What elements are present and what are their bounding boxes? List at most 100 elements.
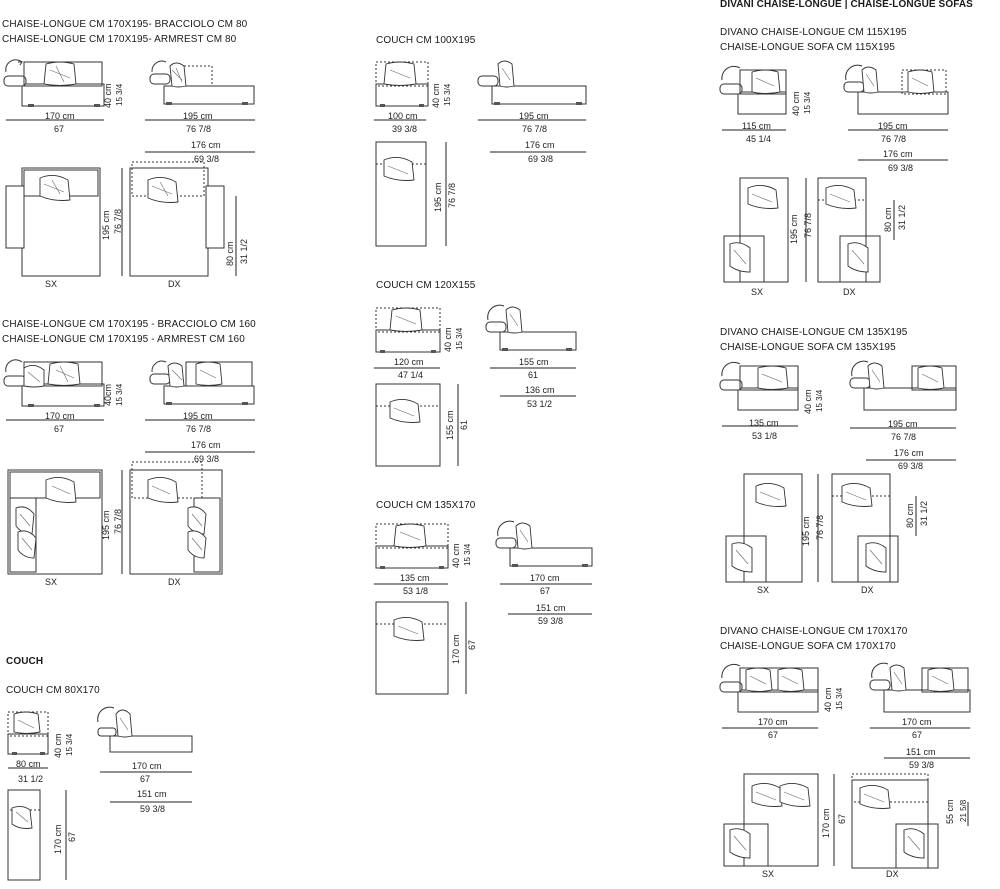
dim-co80-l-in: 67	[140, 774, 151, 784]
dim-d115-l-in: 76 7/8	[881, 134, 907, 144]
dim-c160-d-cm: 195 cm	[101, 510, 111, 540]
dim-d135-s-cm: 176 cm	[894, 448, 924, 458]
dim-d170-w-in: 67	[768, 730, 779, 740]
dim-co80-h-in: 15 3/4	[65, 733, 74, 756]
dim-d115-h-cm: 40 cm	[791, 91, 801, 116]
dim-c80-w3-cm: 176 cm	[191, 140, 221, 150]
dim-co120-h-cm: 40 cm	[443, 327, 453, 352]
plan-sofa-115-sx	[723, 177, 789, 283]
title-chaise-160-it: CHAISE-LONGUE CM 170X195 - BRACCIOLO CM …	[2, 319, 256, 330]
plan-sofa-115-dx	[817, 177, 881, 283]
dim-co80-w-cm: 80 cm	[16, 759, 41, 769]
dim-c80-w1-cm: 170 cm	[45, 111, 75, 121]
dim-co120-w-in: 47 1/4	[398, 370, 424, 380]
dim-d115-l-cm: 195 cm	[878, 121, 908, 131]
dim-co120-s-cm: 136 cm	[525, 385, 555, 395]
dim-c160-w3-in: 69 3/8	[194, 454, 220, 464]
dim-co100-s-in: 69 3/8	[528, 154, 554, 164]
dim-c80-w2-cm: 195 cm	[183, 111, 213, 121]
side-view-chaise-80	[149, 60, 255, 105]
title-sofa-135-it: DIVANO CHAISE-LONGUE CM 135X195	[720, 327, 908, 338]
dim-d170-h-in: 15 3/4	[835, 687, 844, 710]
side-view-couch-80	[97, 706, 193, 753]
title-sofa-135-en: CHAISE-LONGUE SOFA CM 135X195	[720, 342, 896, 353]
dim-co80-l-cm: 170 cm	[132, 761, 162, 771]
heading-couch: COUCH	[6, 656, 44, 667]
dim-co120-l-in: 61	[528, 370, 539, 380]
side-view-couch-120	[485, 304, 577, 351]
dim-c160-w2-in: 76 7/8	[186, 424, 212, 434]
plan-chaise-160-sx	[7, 469, 103, 575]
dim-d135-s-in: 69 3/8	[898, 461, 924, 471]
title-sofa-170-it: DIVANO CHAISE-LONGUE CM 170X170	[720, 626, 908, 637]
dim-co135-l-cm: 170 cm	[530, 573, 560, 583]
label-dx-d115: DX	[843, 287, 856, 297]
plan-sofa-135-dx	[831, 473, 899, 583]
plan-sofa-135-sx	[725, 473, 803, 583]
dim-c80-a-cm: 80 cm	[225, 241, 235, 266]
plan-sofa-170-sx	[723, 773, 819, 867]
dim-co135-d-cm: 170 cm	[451, 634, 461, 664]
plan-couch-135	[375, 601, 449, 695]
dim-co120-w-cm: 120 cm	[394, 357, 424, 367]
plan-couch-100	[375, 141, 427, 247]
dim-d170-w-cm: 170 cm	[758, 717, 788, 727]
dim-co135-h-in: 15 3/4	[463, 543, 472, 566]
dim-co120-h-in: 15 3/4	[455, 327, 464, 350]
dim-c160-w1-cm: 170 cm	[45, 411, 75, 421]
dim-d135-h-in: 15 3/4	[815, 389, 824, 412]
dim-d115-a-in: 31 1/2	[897, 204, 907, 230]
dim-d115-s-in: 69 3/8	[888, 163, 914, 173]
plan-chaise-80-dx	[129, 161, 225, 277]
side-view-couch-100	[477, 60, 587, 105]
side-view-sofa-115	[843, 64, 949, 115]
plan-chaise-80-sx	[5, 167, 101, 277]
front-view-couch-120	[375, 307, 441, 353]
dim-c160-w3-cm: 176 cm	[191, 440, 221, 450]
dim-c80-w2-in: 76 7/8	[186, 124, 212, 134]
dim-co80-d-cm: 170 cm	[53, 824, 63, 854]
dim-c160-w1-in: 67	[54, 424, 65, 434]
dim-c80-h-in: 15 3/4	[115, 83, 124, 106]
dim-co135-w-in: 53 1/8	[403, 586, 429, 596]
dim-d135-h-cm: 40 cm	[803, 389, 813, 414]
dim-d170-h-cm: 40 cm	[823, 687, 833, 712]
plan-sofa-170-dx	[851, 773, 939, 869]
dim-d170-s-in: 59 3/8	[909, 760, 935, 770]
dim-d135-a-cm: 80 cm	[905, 503, 915, 528]
dim-c80-w3-in: 69 3/8	[194, 154, 220, 164]
dim-d135-l-cm: 195 cm	[888, 419, 918, 429]
dim-d170-d-in: 67	[837, 813, 847, 824]
dim-d170-s-cm: 151 cm	[906, 747, 936, 757]
dim-co80-s-cm: 151 cm	[137, 789, 167, 799]
title-couch-80: COUCH CM 80X170	[6, 685, 100, 696]
dim-co80-s-in: 59 3/8	[140, 804, 166, 814]
dim-c160-h-in: 15 3/4	[115, 383, 124, 406]
dim-d115-d-cm: 195 cm	[789, 214, 799, 244]
label-dx-d170: DX	[886, 869, 899, 879]
dim-d135-w-in: 53 1/8	[752, 431, 778, 441]
dim-co100-l-cm: 195 cm	[519, 111, 549, 121]
plan-chaise-160-dx	[129, 461, 223, 575]
dim-co135-w-cm: 135 cm	[400, 573, 430, 583]
dim-co135-l-in: 67	[540, 586, 551, 596]
front-view-couch-135	[375, 523, 449, 569]
dim-co120-l-cm: 155 cm	[519, 357, 549, 367]
dim-d135-d-in: 76 7/8	[815, 514, 825, 540]
side-view-couch-135	[495, 520, 593, 567]
front-view-sofa-135	[719, 361, 799, 411]
dim-co100-d-cm: 195 cm	[433, 182, 443, 212]
dim-co80-d-in: 67	[67, 831, 77, 842]
front-view-chaise-160-left	[3, 359, 105, 407]
title-chaise-160-en: CHAISE-LONGUE CM 170X195 - ARMREST CM 16…	[2, 334, 245, 345]
dim-co80-w-in: 31 1/2	[18, 774, 44, 784]
side-view-sofa-135	[849, 360, 957, 411]
dim-d115-a-cm: 80 cm	[883, 207, 893, 232]
front-view-couch-80	[7, 711, 49, 755]
dim-co100-w-in: 39 3/8	[392, 124, 418, 134]
dim-co120-s-in: 53 1/2	[527, 399, 553, 409]
dim-c160-w2-cm: 195 cm	[183, 411, 213, 421]
label-dx-c80: DX	[168, 279, 181, 289]
dim-d170-a-cm: 55 cm	[945, 799, 955, 824]
